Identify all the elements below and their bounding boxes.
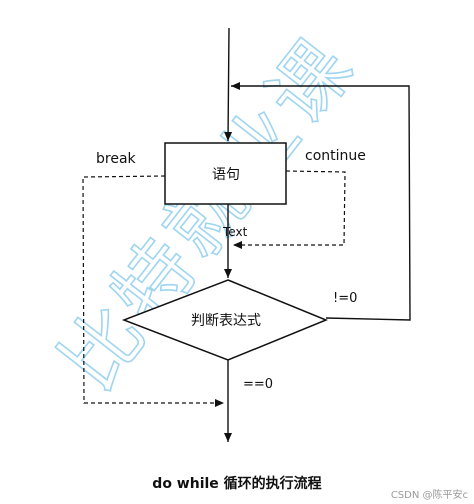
text-label: Text [222,225,248,239]
loop-back-line [231,82,411,321]
break-dashed-path [82,175,224,407]
condition-label: 判断表达式 [191,313,261,329]
diagram-caption: do while 循环的执行流程 [152,475,321,492]
statement-box [164,142,287,205]
continue-dashed-path [233,170,346,249]
statement-label: 语句 [212,167,240,183]
false-branch-label: ==0 [243,377,273,392]
csdn-credit: CSDN @陈平安c [391,488,468,501]
true-branch-label: !=0 [333,291,357,306]
break-label: break [96,151,137,167]
continue-label: continue [305,148,366,164]
entry-arrow [224,27,233,142]
